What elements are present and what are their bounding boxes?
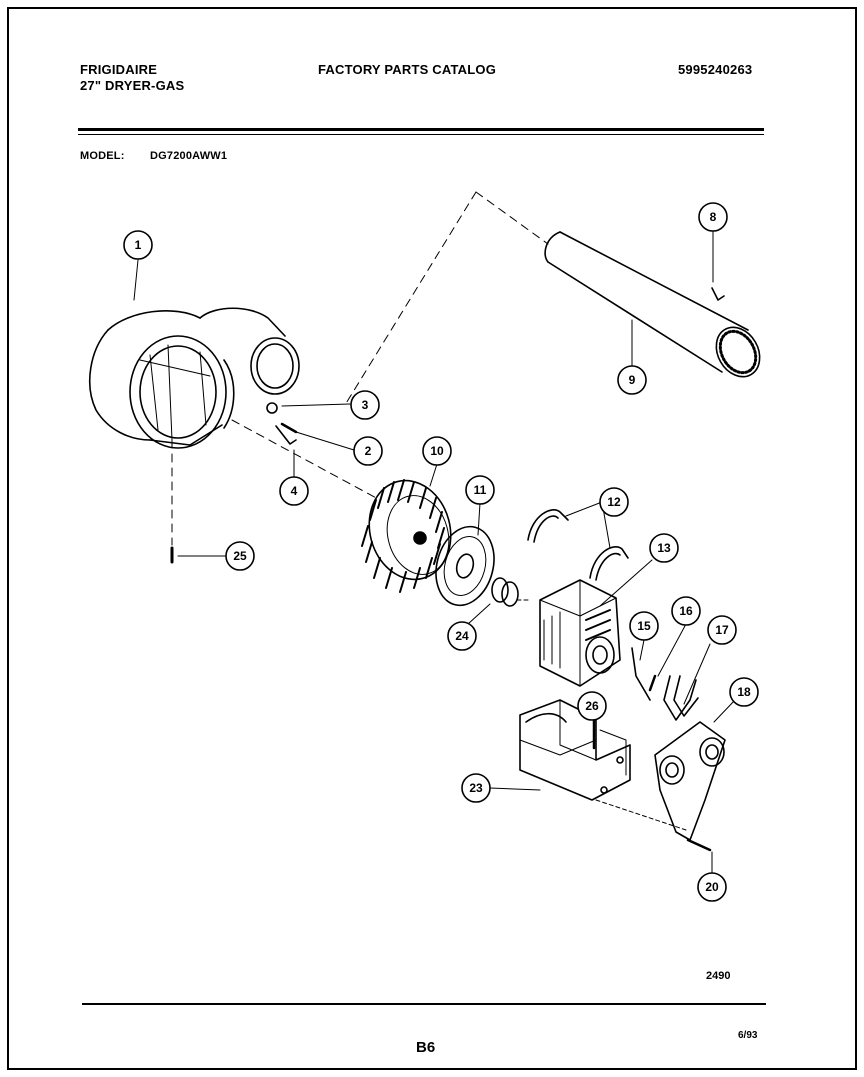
header-rule <box>78 128 764 131</box>
idler-parts <box>631 647 699 721</box>
model-label: MODEL: <box>80 150 125 162</box>
washer <box>491 577 519 607</box>
callout-label: 4 <box>291 484 298 498</box>
product-name: 27" DRYER-GAS <box>80 78 185 93</box>
brand-block: FRIGIDAIRE 27" DRYER-GAS <box>80 62 184 94</box>
callout-label: 26 <box>585 699 599 713</box>
pulley-disc <box>435 525 495 607</box>
callout-label: 2 <box>365 444 372 458</box>
callout-26: 26 <box>577 691 607 721</box>
callout-label: 25 <box>233 549 247 563</box>
page-number: B6 <box>416 1039 436 1056</box>
revision-date: 6/93 <box>738 1030 758 1041</box>
callout-11: 11 <box>465 475 495 505</box>
callout-8: 8 <box>698 202 728 232</box>
callout-label: 3 <box>362 398 369 412</box>
footer-rule <box>82 1003 766 1005</box>
callout-label: 9 <box>629 373 636 387</box>
callout-16: 16 <box>671 596 701 626</box>
header-rule-thin <box>78 134 764 135</box>
fasteners <box>266 402 298 445</box>
page-frame <box>7 7 857 1070</box>
callout-13: 13 <box>649 533 679 563</box>
callout-label: 20 <box>705 880 719 894</box>
motor-mount <box>519 699 631 801</box>
callout-12: 12 <box>599 487 629 517</box>
callout-2: 2 <box>353 436 383 466</box>
callout-23: 23 <box>461 773 491 803</box>
model-line: MODEL: DG7200AWW1 <box>80 150 227 162</box>
callout-label: 11 <box>474 483 487 497</box>
callout-label: 24 <box>455 629 469 643</box>
callout-label: 13 <box>657 541 671 555</box>
callout-label: 17 <box>715 623 729 637</box>
callout-label: 10 <box>430 444 444 458</box>
callout-3: 3 <box>350 390 380 420</box>
callout-10: 10 <box>422 436 452 466</box>
catalog-number: 5995240263 <box>678 62 753 77</box>
callout-label: 16 <box>679 604 693 618</box>
callout-17: 17 <box>707 615 737 645</box>
callout-25: 25 <box>225 541 255 571</box>
exhaust-duct <box>544 231 761 378</box>
callout-label: 12 <box>607 495 621 509</box>
drive-motor <box>539 579 621 687</box>
callout-label: 23 <box>469 781 483 795</box>
callout-15: 15 <box>629 611 659 641</box>
blower-wheel <box>361 479 452 593</box>
callout-label: 15 <box>637 619 651 633</box>
callout-18: 18 <box>729 677 759 707</box>
callout-9: 9 <box>617 365 647 395</box>
callout-24: 24 <box>447 621 477 651</box>
callout-20: 20 <box>697 872 727 902</box>
figure-number: 2490 <box>706 970 731 982</box>
idler-bracket <box>654 721 726 841</box>
brand-name: FRIGIDAIRE <box>80 62 158 77</box>
motor-clips <box>527 509 629 581</box>
model-value: DG7200AWW1 <box>150 150 228 162</box>
catalog-title: FACTORY PARTS CATALOG <box>318 62 497 77</box>
callout-1: 1 <box>123 230 153 260</box>
blower-housing <box>89 307 300 449</box>
callout-label: 8 <box>710 210 717 224</box>
callout-4: 4 <box>279 476 309 506</box>
callout-label: 1 <box>135 238 142 252</box>
callout-label: 18 <box>737 685 751 699</box>
screw-20 <box>686 838 712 852</box>
